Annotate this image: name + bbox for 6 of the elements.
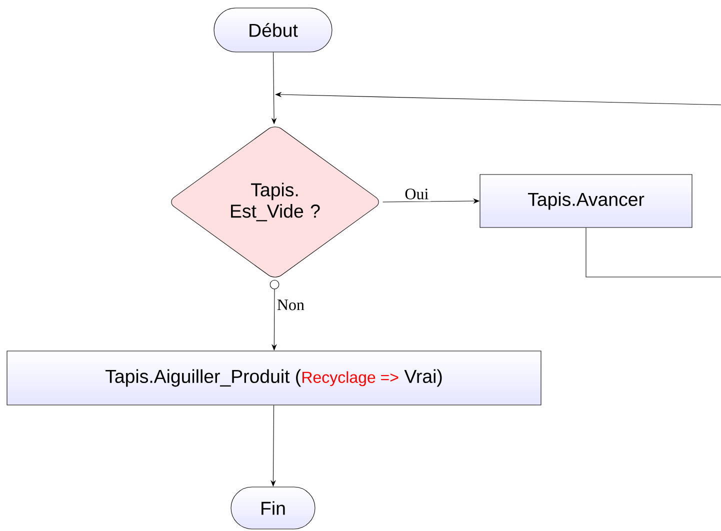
edge-label: Non — [274, 298, 306, 312]
edge-label: Oui — [402, 186, 431, 202]
process-box: Tapis.Aiguiller_Produit (Recyclage => Vrai) — [6, 350, 542, 406]
terminal-box: Début — [214, 8, 332, 52]
process-box: Tapis.Avancer — [480, 174, 692, 228]
terminal-box: Fin — [230, 486, 316, 530]
